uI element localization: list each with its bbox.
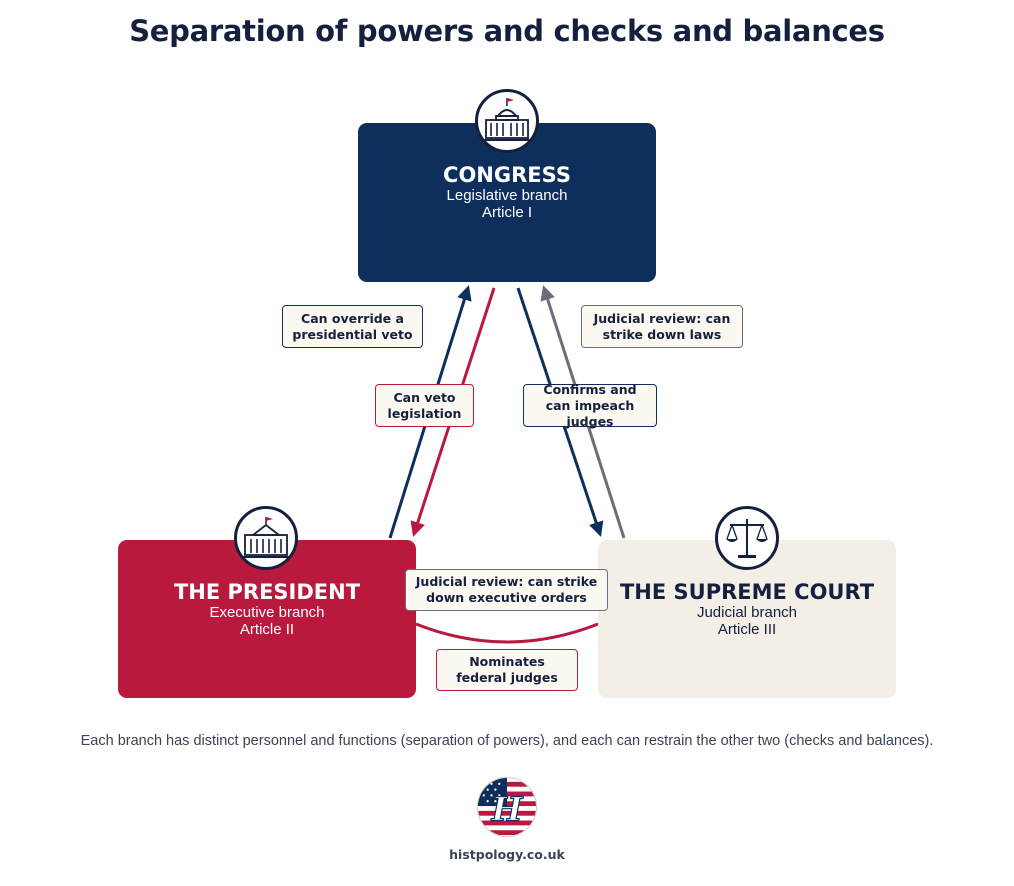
label-override-veto: Can override a presidential veto xyxy=(282,305,423,348)
scales-of-justice-icon xyxy=(715,506,779,570)
capitol-icon xyxy=(475,89,539,153)
site-url[interactable]: histpology.co.uk xyxy=(449,847,565,862)
court-name: THE SUPREME COURT xyxy=(619,580,875,604)
court-type: Judicial branch xyxy=(696,604,798,621)
label-judicial-review-orders: Judicial review: can strike down executi… xyxy=(405,569,608,611)
arrow-nominate-judges xyxy=(415,622,599,644)
svg-text:H: H xyxy=(490,790,523,829)
congress-type: Legislative branch xyxy=(446,187,568,204)
congress-name: CONGRESS xyxy=(443,163,571,187)
histpology-logo: H xyxy=(477,777,537,837)
president-article: Article II xyxy=(239,621,295,638)
president-name: THE PRESIDENT xyxy=(173,580,361,604)
label-nominate-judges: Nominates federal judges xyxy=(436,649,578,691)
page-title: Separation of powers and checks and bala… xyxy=(129,14,885,48)
footnote: Each branch has distinct personnel and f… xyxy=(80,733,934,749)
white-house-icon xyxy=(234,506,298,570)
label-judicial-review-laws: Judicial review: can strike down laws xyxy=(581,305,743,348)
president-type: Executive branch xyxy=(209,604,325,621)
court-article: Article III xyxy=(717,621,777,638)
label-veto-legislation: Can veto legislation xyxy=(375,384,474,427)
congress-article: Article I xyxy=(481,204,532,221)
label-confirm-impeach: Confirms and can impeach judges xyxy=(523,382,657,429)
